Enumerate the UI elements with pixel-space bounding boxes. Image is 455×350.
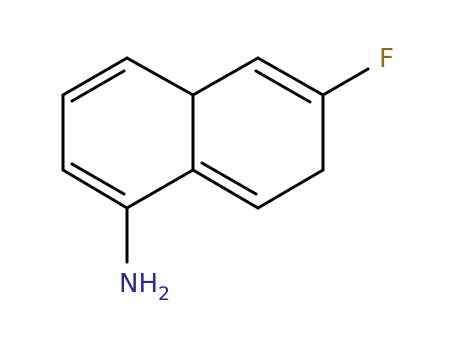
bond-c1-c2-inner: [70, 162, 126, 196]
amine-symbol: NH: [119, 269, 158, 299]
bond-c3-c4-inner: [70, 69, 126, 103]
amine-label: NH2: [119, 269, 170, 305]
amine-subscript: 2: [158, 283, 170, 305]
bond-c8-c8a-inner: [200, 161, 258, 196]
bond-c4a-c5: [191, 56, 260, 97]
bond-c8a-c1: [125, 168, 195, 210]
bond-c5-c6-inner: [254, 69, 312, 104]
bond-c8-c8a: [191, 168, 260, 210]
fluorine-label: F: [379, 44, 394, 74]
bond-c7-c8: [256, 168, 325, 210]
bond-c1-c2: [61, 168, 129, 210]
bond-c5-c6: [256, 56, 325, 97]
bond-c3-c4: [61, 56, 129, 97]
bond-c4-c4a: [125, 56, 195, 97]
bond-c6-f: [321, 67, 370, 97]
